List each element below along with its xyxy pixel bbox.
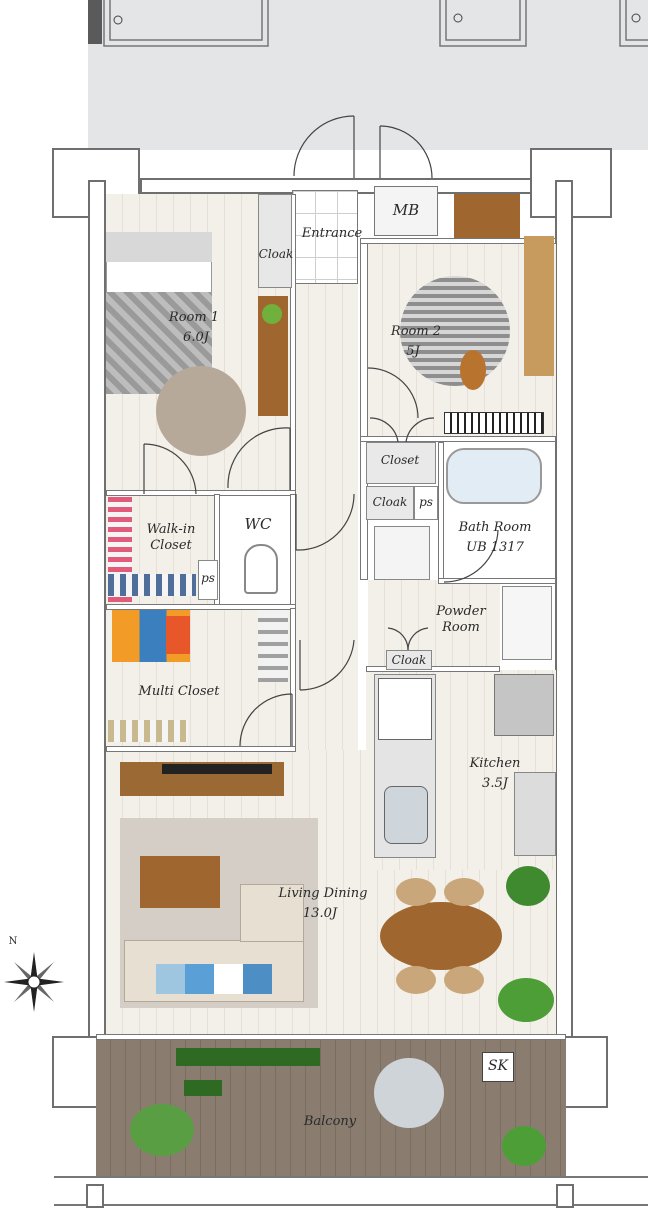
kitchen-size-label: 3.5J — [482, 776, 508, 791]
multi-closet-label: Multi Closet — [138, 684, 220, 699]
keyboard-piano — [444, 412, 544, 434]
cloak-mid-box — [366, 486, 414, 520]
stove — [378, 678, 432, 740]
balcony-planters — [176, 1048, 320, 1066]
top-wall-dark — [88, 0, 102, 44]
compass-north-label: N — [8, 936, 18, 947]
room2-rug — [400, 276, 510, 386]
dining-table — [380, 902, 502, 970]
partition-room2-bottom — [360, 436, 556, 442]
ps-left-label: ps — [201, 571, 215, 585]
tv — [162, 764, 272, 774]
entrance-cloak-cabinet — [258, 194, 292, 288]
bathtub — [446, 448, 542, 504]
room1-size-label: 6.0J — [183, 330, 209, 345]
room2-size-label: 5J — [406, 344, 420, 359]
wc-label: WC — [244, 515, 272, 533]
balcony-label: Balcony — [303, 1114, 357, 1129]
ps-box-left — [198, 560, 218, 600]
vanity — [502, 586, 552, 660]
dining-chair-1 — [396, 878, 436, 906]
guitar — [460, 350, 486, 390]
partition-bath-bottom — [438, 578, 556, 584]
compass-rose-icon — [4, 952, 64, 1012]
coffee-table — [140, 856, 220, 908]
cushions — [156, 964, 272, 994]
balcony-planter-small — [184, 1080, 222, 1096]
armchair — [240, 884, 304, 942]
powder-room-label: Powder Room — [436, 604, 486, 635]
wc-toilet — [244, 544, 278, 594]
round-rug — [156, 366, 246, 456]
dining-chair-2 — [444, 878, 484, 906]
balcony-plant-left — [130, 1104, 194, 1156]
partition-room2-top — [360, 238, 556, 244]
cloak-powder-box — [386, 650, 432, 670]
ps-right-label: ps — [419, 495, 433, 509]
partition-balcony-rail — [96, 1034, 566, 1040]
dining-chair-3 — [396, 966, 436, 994]
kitchen-island — [514, 772, 556, 856]
ps-box-right — [414, 486, 438, 520]
plant-living-1 — [506, 866, 550, 906]
top-windows — [103, 0, 648, 47]
sk-label: SK — [487, 1058, 509, 1074]
partition-multi-top — [106, 604, 296, 610]
room2-closet — [366, 442, 436, 484]
entrance-label: Entrance — [301, 226, 363, 241]
cloak-powder-label: Cloak — [391, 653, 427, 667]
partition-mid-horizontal — [106, 490, 296, 496]
railing-post-left — [86, 1184, 104, 1208]
balcony-plant-right — [502, 1126, 546, 1166]
cloak-entrance-label: Cloak — [258, 247, 294, 261]
bath-room-label: Bath Room — [458, 520, 532, 535]
walkin-bottom-rail — [108, 574, 196, 596]
room1-name-label: Room 1 — [168, 310, 220, 325]
sk-box — [482, 1052, 514, 1082]
exterior-corridor — [88, 0, 648, 150]
shoe-rack — [258, 610, 288, 682]
fridge — [494, 674, 554, 736]
room2-desk — [454, 194, 520, 238]
balcony-railing — [54, 1176, 648, 1206]
kitchen-name-label: Kitchen — [469, 756, 521, 771]
balcony-table — [374, 1058, 444, 1128]
orange-box — [166, 616, 190, 654]
closet-label: Closet — [380, 453, 420, 467]
bath-ub-label: UB 1317 — [466, 540, 524, 555]
plant-room1 — [262, 304, 282, 324]
partition-multi-bottom — [106, 746, 296, 752]
walkin-closet-label: Walk-in Closet — [146, 522, 196, 553]
entrance-tiles — [292, 190, 358, 284]
multi-hanging-rail — [108, 720, 188, 742]
room2-name-label: Room 2 — [390, 324, 442, 339]
dining-chair-4 — [444, 966, 484, 994]
washer — [374, 526, 430, 580]
partition-powder-bottom — [366, 666, 500, 672]
plant-living-2 — [498, 978, 554, 1022]
mb-label: MB — [392, 201, 420, 219]
sink — [384, 786, 428, 844]
living-size-label: 13.0J — [302, 906, 338, 921]
room2-shelf — [524, 236, 554, 376]
living-name-label: Living Dining — [278, 886, 368, 901]
cloak-mid-label: Cloak — [372, 495, 408, 509]
railing-post-right — [556, 1184, 574, 1208]
bed-headboard — [106, 232, 212, 262]
mb-box — [374, 186, 438, 236]
